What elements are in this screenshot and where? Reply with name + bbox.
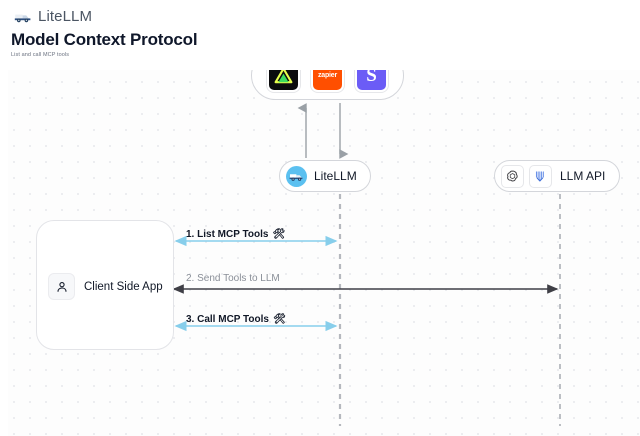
node-litellm-label: LiteLLM	[314, 169, 357, 183]
zapier-wordmark-icon: zapier	[317, 72, 338, 79]
client-side-app-content: Client Side App	[48, 273, 163, 300]
slack-s-icon: S	[366, 65, 377, 86]
node-client-side-app[interactable]: Client Side App	[36, 220, 174, 350]
node-client-label: Client Side App	[84, 280, 163, 293]
openai-icon-chip[interactable]	[501, 164, 524, 188]
anthropic-icon-chip[interactable]	[529, 164, 552, 188]
node-llm-api[interactable]: LLM API	[494, 160, 621, 192]
litellm-truck-avatar	[286, 165, 307, 187]
edge-label-step3: 3. Call MCP Tools 🛠	[186, 315, 286, 325]
node-litellm[interactable]: LiteLLM	[279, 160, 371, 192]
brand-label: LiteLLM	[38, 8, 93, 25]
tools-emoji-icon: 🛠	[272, 229, 286, 240]
edge-label-step1: 1. List MCP Tools 🛠	[186, 230, 285, 240]
anthropic-icon	[535, 170, 544, 181]
openai-icon	[507, 170, 518, 181]
linear-triangle-icon	[274, 67, 293, 84]
edge-label-step1-text: 1. List MCP Tools	[186, 229, 269, 240]
page-header: LiteLLM Model Context Protocol List and …	[0, 0, 640, 70]
edge-label-step2-text: 2. Send Tools to LLM	[186, 273, 280, 284]
page-subtitle: List and call MCP tools	[11, 52, 70, 58]
user-icon	[57, 281, 66, 292]
user-icon-chip	[48, 273, 75, 300]
edge-label-step3-text: 3. Call MCP Tools	[186, 314, 269, 325]
truck-icon	[289, 174, 303, 181]
node-llm-api-label: LLM API	[560, 169, 606, 183]
page-title: Model Context Protocol	[11, 30, 198, 49]
tools-emoji-icon: 🛠	[272, 314, 286, 325]
brand[interactable]: LiteLLM	[14, 8, 92, 25]
truck-icon	[14, 14, 31, 22]
edge-label-step2: 2. Send Tools to LLM	[186, 274, 280, 284]
canvas-left-mask	[0, 0, 8, 436]
